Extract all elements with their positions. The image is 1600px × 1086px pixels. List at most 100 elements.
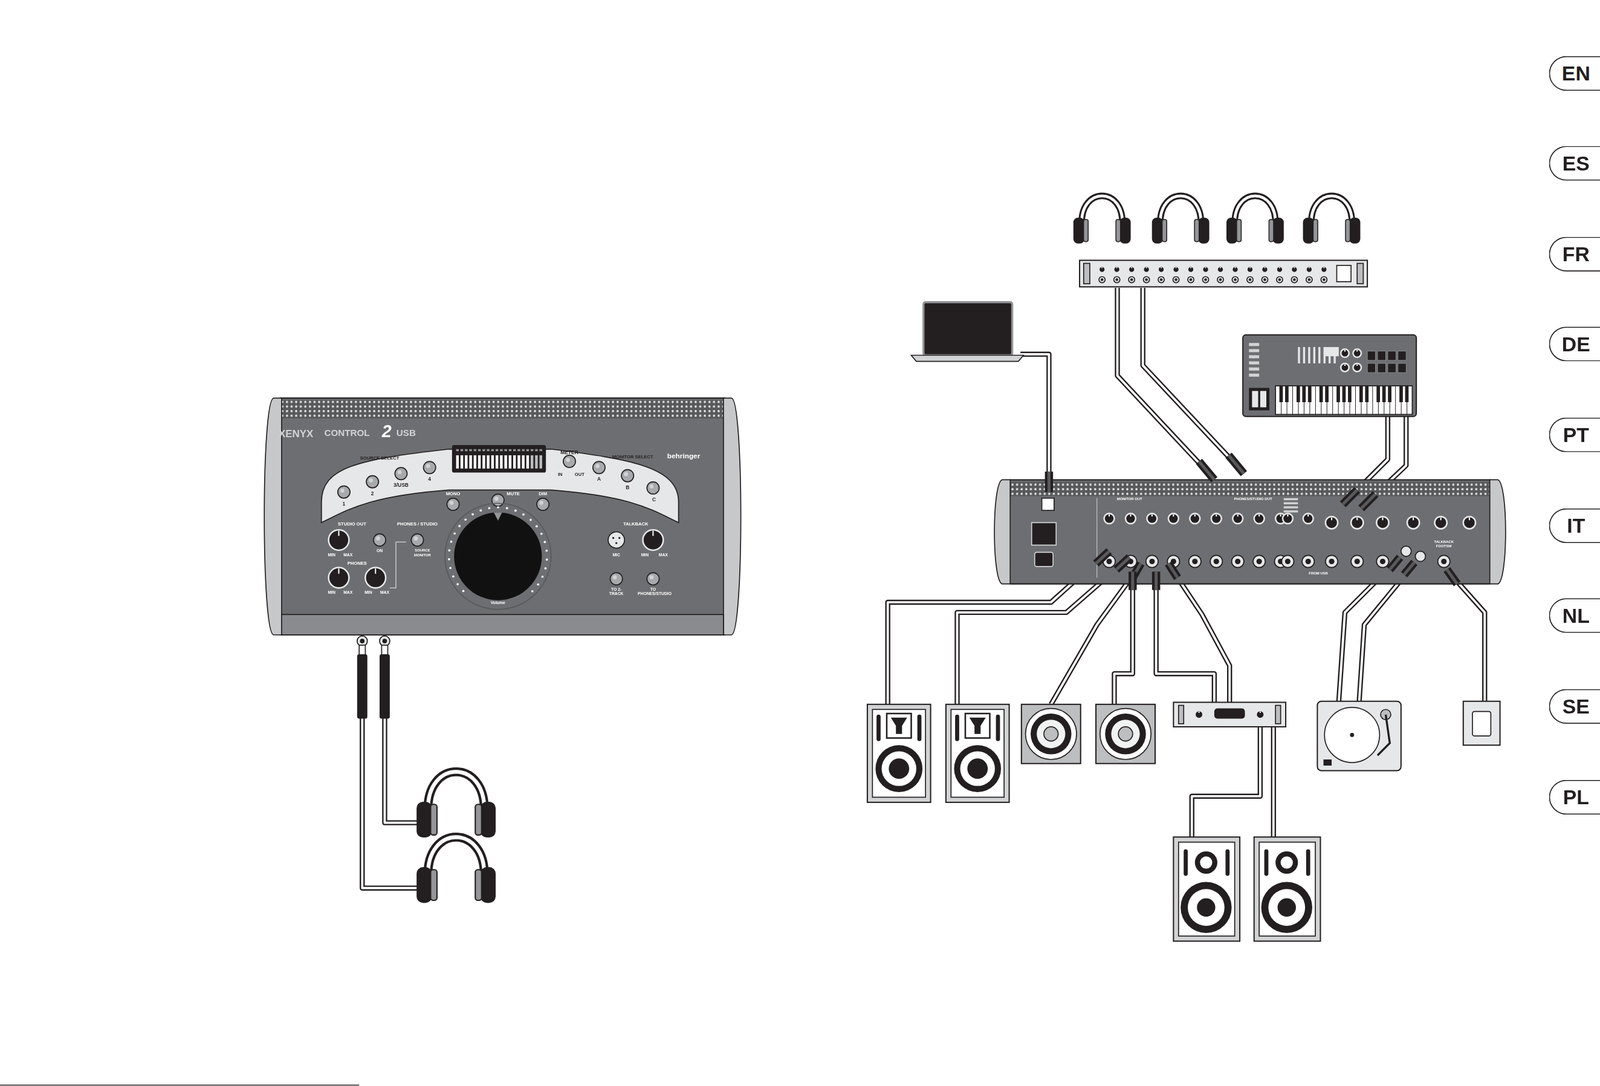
meter-scale-tick <box>499 449 503 451</box>
plug-tip <box>359 644 366 656</box>
meter-scale-tick <box>508 449 512 451</box>
button-highlight <box>539 500 544 505</box>
speaker-baffle <box>950 709 1005 797</box>
cable-outline <box>1156 576 1215 703</box>
knob-pointer <box>1129 514 1131 517</box>
bracket-line <box>395 541 407 543</box>
speaker-port <box>955 714 960 742</box>
monitor-cabinet <box>1173 836 1240 941</box>
volume-pointer <box>493 511 503 521</box>
tweeter-throat <box>890 717 908 734</box>
ear-cup <box>1272 217 1284 244</box>
speaker-inner <box>1110 719 1140 748</box>
meter-led <box>456 455 459 469</box>
language-code: IT <box>1566 513 1585 538</box>
drum-pad <box>1367 351 1376 361</box>
push-button <box>646 481 659 494</box>
jack-plug <box>1343 489 1358 505</box>
jack-hole <box>1213 558 1220 564</box>
cable-outline <box>384 714 419 823</box>
jack-plug-highlight <box>1389 557 1400 570</box>
knob <box>643 529 664 551</box>
knob <box>1276 265 1284 273</box>
speaker-port <box>917 714 922 742</box>
start-button <box>1323 759 1333 766</box>
knob-pointer <box>1160 267 1162 269</box>
knob-pointer <box>1356 364 1358 366</box>
language-tab: PL <box>1549 779 1600 815</box>
push-button <box>366 475 379 488</box>
black-key <box>1405 385 1409 402</box>
cable-core <box>362 714 419 888</box>
volume-scale-dot <box>450 540 453 543</box>
monitor-port <box>1306 849 1311 876</box>
jack-socket <box>1438 554 1451 567</box>
panel-label: PHONES/STUDIO OUT <box>1234 498 1273 502</box>
tweeter-dome <box>1280 855 1293 869</box>
side-cap <box>1489 479 1506 584</box>
usb-port <box>1042 498 1055 511</box>
language-tab: NL <box>1549 597 1600 633</box>
language-tab: EN <box>1549 56 1600 91</box>
panel-label: DIM <box>538 492 548 497</box>
tweeter-horn <box>965 713 991 739</box>
knob-pointer <box>1356 517 1358 520</box>
jack-socket <box>1188 554 1202 567</box>
knob-pointer <box>1331 517 1333 520</box>
jack-plug <box>1095 551 1110 564</box>
jack-socket <box>1143 276 1150 283</box>
jack-hole <box>1233 278 1237 282</box>
meter-led <box>491 455 494 469</box>
ear-pad <box>1345 219 1351 242</box>
meter-led <box>539 455 543 469</box>
ear-cup <box>416 866 432 903</box>
jack-plug <box>1128 571 1137 590</box>
meter-scale-tick <box>456 449 459 451</box>
jack-socket <box>1246 276 1254 283</box>
cable-core <box>1114 576 1133 705</box>
volume-scale-dot <box>540 532 543 535</box>
cable-outline <box>1171 568 1230 702</box>
knob-pointer <box>337 530 340 536</box>
headphones <box>416 836 496 903</box>
jack-plug <box>1152 571 1161 590</box>
volume-scale-dot <box>522 513 525 516</box>
ear-pad <box>1312 219 1318 242</box>
cable-core <box>1444 566 1486 705</box>
jack-socket <box>1350 554 1364 567</box>
ear-cup <box>1198 217 1209 244</box>
push-button <box>446 498 459 511</box>
push-button <box>646 572 659 585</box>
rca-socket <box>1401 545 1412 557</box>
knob-pointer <box>1344 364 1346 366</box>
volume-scale-dot <box>545 558 549 561</box>
section-divider <box>1096 498 1098 578</box>
woofer-cone <box>1268 888 1306 926</box>
meter-scale-tick <box>513 449 516 451</box>
knob <box>1256 710 1265 719</box>
meter-led <box>495 455 499 469</box>
ear-pad <box>1083 219 1089 242</box>
knob-pointer <box>1307 514 1309 517</box>
black-key <box>1319 385 1324 402</box>
jack-plug-highlight <box>1047 471 1051 493</box>
knob <box>328 567 350 589</box>
knob-pointer <box>1249 267 1251 269</box>
panel-label: MIN <box>327 553 335 558</box>
knob-pointer <box>1205 267 1207 269</box>
amp-display <box>1214 708 1246 719</box>
button-highlight <box>612 574 618 580</box>
jack-socket <box>1291 276 1298 283</box>
meter-scale-tick <box>504 449 507 451</box>
cable-core <box>1143 287 1237 466</box>
cable-outline <box>1191 726 1261 837</box>
panel-label: USB <box>396 428 416 439</box>
knob-pointer <box>1440 517 1442 520</box>
volume-scale-dot <box>458 524 461 528</box>
jack-plug-highlight <box>1116 557 1130 570</box>
knob-pointer <box>374 568 376 574</box>
volume-scale-dot <box>464 518 467 521</box>
jack-plug <box>1389 557 1400 570</box>
jack-hole <box>1204 278 1208 282</box>
cable-outline <box>1020 354 1049 480</box>
